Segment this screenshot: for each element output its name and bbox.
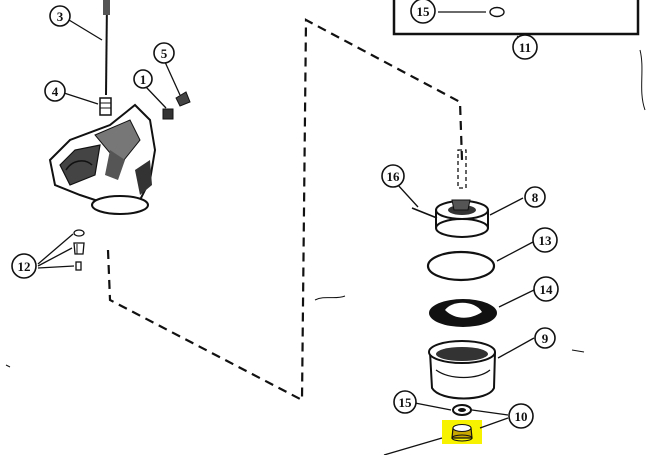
part-16-pin [411, 207, 438, 219]
callout-15-label: 15 [399, 395, 413, 410]
callout-11-label: 11 [519, 40, 531, 55]
callout-1-label: 1 [140, 72, 147, 87]
callout-12[interactable]: 12 [11, 253, 37, 279]
part-8-cap [435, 199, 489, 238]
float-stem [457, 149, 467, 189]
callout-10-label: 10 [515, 409, 528, 424]
callout-16[interactable]: 16 [381, 164, 405, 188]
callout-12-label: 12 [18, 259, 31, 274]
part-1-screw [162, 108, 174, 120]
callout-8-label: 8 [532, 190, 539, 205]
callout-3-label: 3 [57, 9, 64, 24]
inset-washer-part [489, 6, 505, 18]
callout-11[interactable]: 11 [512, 34, 538, 60]
part-9-bowl [428, 340, 496, 400]
callout-14-label: 14 [540, 282, 554, 297]
part-12-fittings [73, 229, 85, 271]
callout-4-label: 4 [52, 84, 59, 99]
scan-marks [5, 49, 646, 368]
part-5-fitting [175, 91, 191, 107]
carburetor-body [48, 103, 157, 215]
part-3-rod [103, 0, 110, 96]
callout-13[interactable]: 13 [532, 227, 558, 253]
callout-14[interactable]: 14 [533, 276, 559, 302]
inset-box [392, 0, 640, 36]
callout-16-label: 16 [387, 169, 401, 184]
callout-8[interactable]: 8 [524, 186, 546, 208]
part-15-washer [452, 404, 472, 416]
callout-15[interactable]: 15 [393, 390, 417, 414]
callout-1[interactable]: 1 [133, 69, 153, 89]
callout-9-label: 9 [542, 331, 549, 346]
part-4-spring [99, 97, 112, 116]
callout-3[interactable]: 3 [49, 5, 71, 27]
dashed-connector-line [106, 18, 464, 402]
callout-15-inset-label: 15 [417, 4, 431, 19]
leader-lines [37, 19, 535, 455]
callout-9[interactable]: 9 [534, 327, 556, 349]
callout-10[interactable]: 10 [508, 403, 534, 429]
callout-13-label: 13 [539, 233, 553, 248]
callout-5[interactable]: 5 [153, 42, 175, 64]
callout-15-inset[interactable]: 15 [410, 0, 436, 24]
callout-5-label: 5 [161, 46, 168, 61]
part-10-nut-highlighted [442, 420, 482, 444]
part-14-gasket [429, 299, 497, 327]
callout-4[interactable]: 4 [44, 80, 66, 102]
part-13-o-ring [426, 250, 496, 282]
